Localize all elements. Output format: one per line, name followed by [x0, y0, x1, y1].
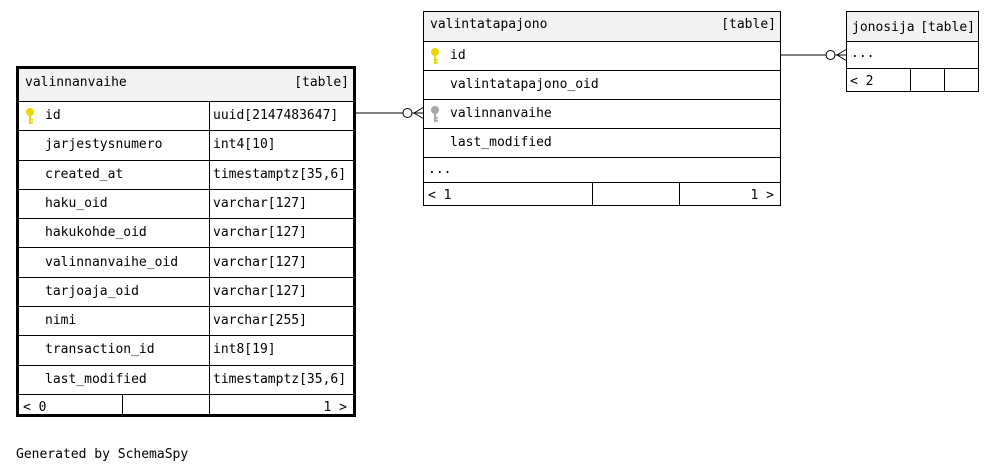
column-type: varchar[127]	[213, 195, 307, 211]
table-valinnanvaihe[interactable]: valinnanvaihe [table] id uuid[2147483647]…	[16, 66, 356, 417]
column-row-tarjoaja_oid[interactable]: tarjoaja_oid varchar[127]	[19, 278, 353, 308]
column-row-valinnanvaihe_oid[interactable]: valinnanvaihe_oid varchar[127]	[19, 249, 353, 278]
column-row-last_modified[interactable]: last_modified	[424, 129, 780, 158]
column-name: last_modified	[45, 371, 147, 387]
table-name: jonosija	[852, 20, 915, 35]
column-name: transaction_id	[45, 342, 155, 358]
ellipsis: ...	[851, 46, 875, 61]
column-row-last_modified[interactable]: last_modified timestamptz[35,6]	[19, 366, 353, 395]
table-name: valintatapajono	[430, 17, 548, 32]
children-count[interactable]: 1 >	[750, 188, 774, 203]
primary-key-icon	[430, 47, 440, 65]
column-name: valinnanvaihe	[450, 106, 552, 121]
ellipsis: ...	[428, 162, 452, 177]
more-columns-row: ...	[424, 158, 780, 183]
column-type: timestamptz[35,6]	[213, 166, 347, 182]
primary-key-icon	[25, 107, 35, 125]
column-row-haku_oid[interactable]: haku_oid varchar[127]	[19, 190, 353, 220]
column-type: varchar[127]	[213, 225, 307, 241]
column-name: valinnanvaihe_oid	[45, 254, 179, 270]
table-tag: [table]	[294, 75, 349, 90]
column-name: nimi	[45, 313, 77, 329]
edge-valintatapajono-to-jonosija	[781, 48, 848, 62]
table-header[interactable]: valinnanvaihe [table]	[19, 69, 353, 102]
table-header[interactable]: valintatapajono [table]	[424, 12, 780, 42]
footer-divider	[679, 183, 680, 205]
footer-divider	[910, 69, 911, 91]
column-row-hakukohde_oid[interactable]: hakukohde_oid varchar[127]	[19, 219, 353, 249]
column-row-valintatapajono_oid[interactable]: valintatapajono_oid	[424, 71, 780, 100]
column-row-id[interactable]: id uuid[2147483647]	[19, 102, 353, 132]
more-columns-row: ...	[847, 42, 978, 69]
column-type: int8[19]	[213, 342, 276, 358]
table-footer: < 0 1 >	[19, 395, 353, 415]
children-count[interactable]: 1 >	[323, 400, 347, 415]
column-type: int4[10]	[213, 137, 276, 153]
column-type: uuid[2147483647]	[213, 108, 339, 123]
column-type: varchar[255]	[213, 313, 307, 329]
column-divider	[209, 102, 210, 415]
column-name: last_modified	[450, 135, 552, 150]
table-tag: [table]	[920, 20, 975, 35]
table-jonosija[interactable]: jonosija [table] ... < 2	[846, 11, 979, 92]
column-row-jarjestysnumero[interactable]: jarjestysnumero int4[10]	[19, 131, 353, 161]
footer-divider	[122, 395, 123, 415]
table-footer: < 2	[847, 69, 978, 91]
column-name: hakukohde_oid	[45, 225, 147, 241]
column-row-id[interactable]: id	[424, 42, 780, 71]
column-name: valintatapajono_oid	[450, 77, 599, 92]
column-row-valinnanvaihe[interactable]: valinnanvaihe	[424, 100, 780, 129]
table-tag: [table]	[721, 17, 776, 32]
column-name: tarjoaja_oid	[45, 283, 139, 299]
column-row-transaction_id[interactable]: transaction_id int8[19]	[19, 336, 353, 366]
column-row-created_at[interactable]: created_at timestamptz[35,6]	[19, 161, 353, 190]
edge-valinnanvaihe-to-valintatapajono	[355, 106, 425, 120]
column-name: id	[450, 48, 466, 63]
generated-by-label: Generated by SchemaSpy	[16, 447, 189, 462]
column-name: haku_oid	[45, 195, 108, 211]
table-name: valinnanvaihe	[25, 75, 127, 90]
foreign-key-icon	[430, 105, 440, 123]
column-row-nimi[interactable]: nimi varchar[255]	[19, 307, 353, 337]
column-type: varchar[127]	[213, 254, 307, 270]
column-type: timestamptz[35,6]	[213, 371, 347, 387]
table-valintatapajono[interactable]: valintatapajono [table] id valintatapajon…	[423, 11, 781, 206]
column-name: jarjestysnumero	[45, 137, 163, 153]
parents-count[interactable]: < 2	[850, 74, 874, 89]
column-type: varchar[127]	[213, 283, 307, 299]
column-name: created_at	[45, 166, 124, 182]
table-footer: < 1 1 >	[424, 183, 780, 205]
footer-divider	[592, 183, 593, 205]
column-name: id	[45, 108, 61, 123]
table-header[interactable]: jonosija [table]	[847, 12, 978, 42]
footer-divider	[944, 69, 945, 91]
parents-count[interactable]: < 0	[23, 400, 47, 415]
parents-count[interactable]: < 1	[428, 188, 452, 203]
